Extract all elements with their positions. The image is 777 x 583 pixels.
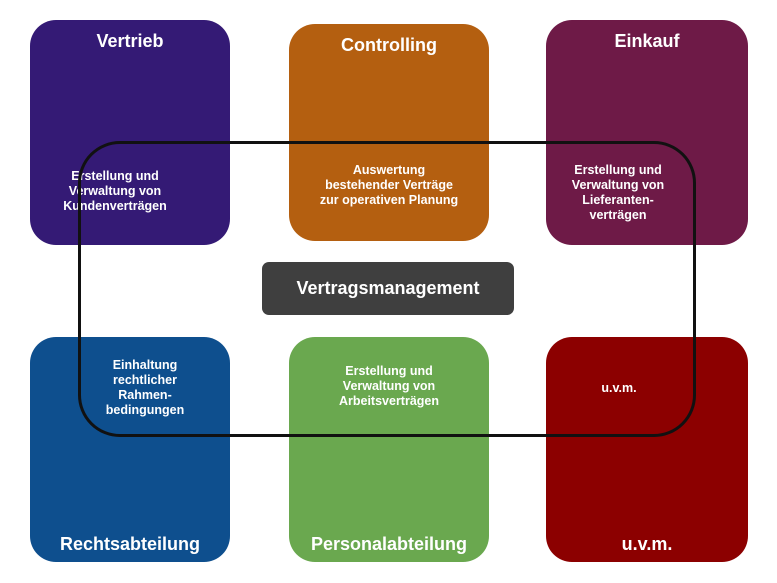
department-description: u.v.m.: [601, 381, 637, 395]
department-box-uvm: u.v.m. u.v.m.: [546, 337, 748, 562]
department-box-einkauf: Einkauf Erstellung und Verwaltung von Li…: [546, 20, 748, 245]
department-description: Erstellung und Verwaltung von Arbeitsver…: [338, 364, 440, 408]
department-description: Auswertung bestehender Verträge zur oper…: [319, 163, 459, 207]
department-title: Controlling: [341, 35, 437, 55]
department-description: Einhaltung rechtlicher Rahmen- bedingung…: [105, 358, 185, 417]
vertragsmanagement-frame: [78, 141, 696, 437]
department-title: Personalabteilung: [310, 534, 468, 554]
department-description: Erstellung und Verwaltung von Lieferante…: [571, 163, 665, 222]
center-label: Vertragsmanagement: [262, 262, 514, 315]
department-box-personalabteilung: Erstellung und Verwaltung von Arbeitsver…: [289, 337, 489, 562]
department-box-controlling: Controlling Auswertung bestehender Vertr…: [289, 24, 489, 241]
department-title: Einkauf: [614, 31, 680, 51]
department-title: u.v.m.: [621, 534, 673, 554]
department-box-rechtsabteilung: Einhaltung rechtlicher Rahmen- bedingung…: [30, 337, 230, 562]
department-title: Rechtsabteilung: [59, 534, 201, 554]
department-title: Vertrieb: [96, 31, 164, 51]
